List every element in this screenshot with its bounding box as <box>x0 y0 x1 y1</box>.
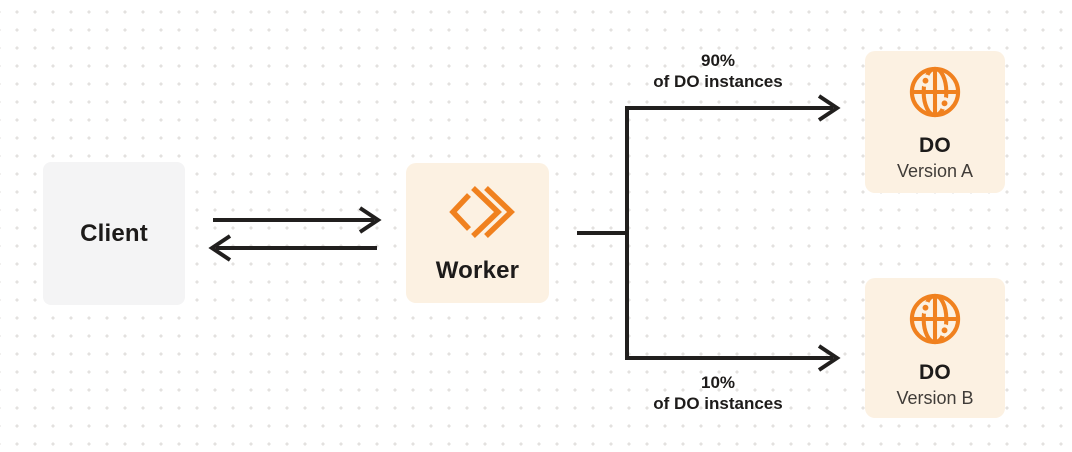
worker-label: Worker <box>435 257 520 284</box>
percent-caption: of DO instances <box>653 394 783 413</box>
globe-icon <box>906 63 964 121</box>
arrowhead-to-do-a <box>817 94 841 122</box>
node-do-version-a: DO Version A <box>865 51 1005 193</box>
globe-icon <box>906 290 964 348</box>
edge-label-10-percent: 10% of DO instances <box>613 372 823 414</box>
arrowhead-to-do-b <box>817 344 841 372</box>
node-do-version-b: DO Version B <box>865 278 1005 418</box>
client-label: Client <box>80 219 148 247</box>
do-b-subtitle: Version B <box>896 388 974 408</box>
workers-icon <box>441 179 515 245</box>
do-b-title: DO <box>919 361 951 384</box>
do-a-subtitle: Version A <box>896 161 974 181</box>
arrow-worker-to-client <box>208 234 377 262</box>
node-client: Client <box>43 162 185 305</box>
percent-text: 10% <box>700 373 736 392</box>
percent-caption: of DO instances <box>653 72 783 91</box>
percent-text: 90% <box>700 51 736 70</box>
split-branches <box>625 106 833 360</box>
do-a-title: DO <box>919 134 951 157</box>
node-worker: Worker <box>406 163 549 303</box>
edge-label-90-percent: 90% of DO instances <box>613 50 823 92</box>
arrow-client-to-worker <box>213 206 382 234</box>
